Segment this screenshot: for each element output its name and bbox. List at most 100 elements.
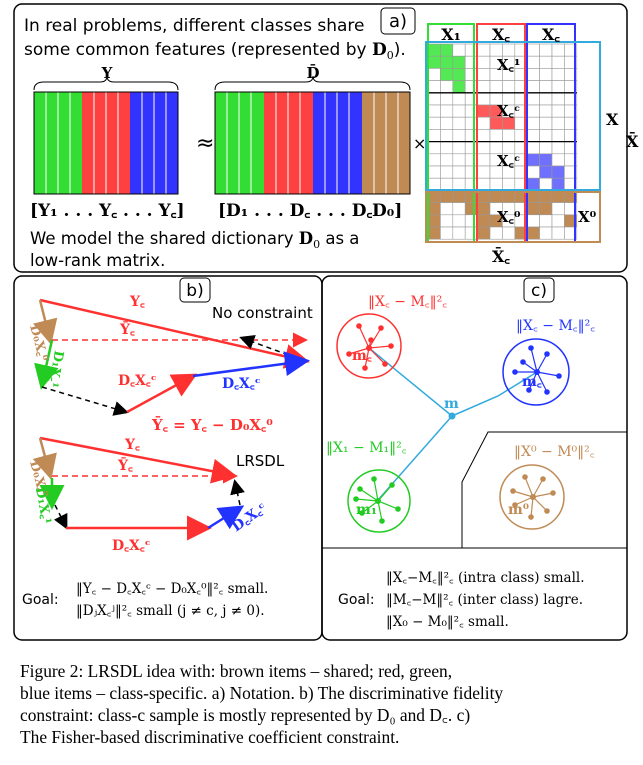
x-matrix-cell	[477, 214, 491, 228]
approx-sign: ≈	[196, 131, 214, 156]
cluster-spoke	[528, 371, 538, 391]
xbar-c-label: X̄꜀	[492, 246, 510, 266]
cluster-0-circle	[499, 464, 565, 530]
cluster-point	[382, 361, 388, 367]
x-matrix-cell	[526, 202, 540, 216]
arrow-d1xc1-top	[34, 339, 59, 390]
x-matrix-cell	[477, 116, 491, 130]
x-label: X	[606, 110, 619, 129]
norm-c-label: ‖X꜀ − M꜀‖²꜀	[368, 294, 447, 310]
cluster-spoke	[355, 498, 379, 502]
x-matrix-cell	[464, 153, 478, 167]
arrow-d0xc0-bottom	[32, 437, 57, 480]
panel-c-frame	[321, 275, 628, 641]
x-matrix-cell	[551, 116, 565, 130]
x-matrix-cell	[489, 129, 503, 142]
no-constraint-label: No constraint	[212, 304, 313, 322]
x-matrix-cell	[539, 80, 553, 94]
x-matrix-cell	[427, 116, 441, 130]
cluster-point	[520, 359, 526, 365]
panel-b: b) No constraint Y꜀ Ȳ꜀ D₀X꜀⁰ D₁X꜀¹ D꜀X꜀ᶜ…	[13, 275, 323, 641]
x-matrix-cell	[551, 80, 565, 94]
label-dCxcC-bottom: D꜀X꜀ᶜ	[229, 500, 270, 535]
cluster-point	[346, 351, 352, 357]
x-matrix-cell	[539, 55, 553, 69]
cluster-point	[544, 351, 550, 357]
x-matrix-cell	[452, 202, 466, 216]
cluster-spoke	[536, 353, 548, 373]
cluster-spoke	[368, 327, 382, 349]
cluster-point	[528, 514, 534, 520]
x-matrix-cell	[551, 165, 565, 179]
x-matrix-cell	[427, 80, 441, 94]
x-matrix-cell	[502, 177, 516, 191]
x-matrix-cell	[452, 153, 466, 167]
cluster-point	[357, 486, 363, 492]
x-matrix-cell	[427, 55, 441, 69]
x-matrix-cell	[551, 104, 565, 118]
cluster-point	[395, 506, 401, 512]
cluster-spoke	[524, 476, 534, 498]
x-matrix-cell	[440, 68, 454, 81]
cluster-c-points	[346, 323, 394, 371]
x-matrix-cell	[427, 68, 441, 81]
label-m1: m₁	[356, 502, 377, 518]
panel-c: c) m m꜀ ‖X꜀ − M꜀‖²꜀ m꜀ ‖X꜀ − M꜀‖²꜀ m₁ ‖X…	[321, 275, 628, 641]
x-matrix-cell	[502, 226, 516, 240]
lrsdl-label: LRSDL	[236, 452, 285, 470]
x-matrix-cell	[489, 43, 503, 57]
cluster-spoke	[377, 500, 399, 510]
panel-a-frame	[13, 3, 628, 273]
cluster-point	[359, 510, 365, 516]
times-sign: ×	[413, 134, 426, 153]
x-matrix-cell	[452, 55, 466, 69]
x-matrix-cell	[539, 68, 553, 81]
x-matrix-cell	[526, 43, 540, 57]
x-matrix-cell	[477, 80, 491, 94]
panel-c-goal-3: ‖X₀ − M₀‖²꜀ small.	[386, 614, 509, 630]
panel-c-goal-label: Goal:	[338, 592, 375, 608]
x-matrix-cell	[539, 153, 553, 167]
row-label-xc1: X꜀¹	[497, 56, 520, 74]
norm-0-label: ‖X⁰ − M⁰‖²꜀	[514, 444, 595, 460]
panel-c-tag-box	[523, 277, 555, 303]
cluster-1-points	[353, 476, 401, 524]
x-matrix-cell	[526, 153, 540, 167]
x-matrix-cell	[539, 104, 553, 118]
cluster-C-circle	[502, 338, 570, 406]
cluster-point	[368, 337, 374, 343]
x-matrix-cell	[489, 177, 503, 191]
x-matrix-cell	[477, 177, 491, 191]
figure: a) In real problems, different classes s…	[13, 3, 639, 641]
label-mC: m꜀	[522, 374, 542, 390]
cluster-point	[378, 325, 384, 331]
x-matrix-cell	[477, 104, 491, 118]
x-matrix-cell	[539, 92, 553, 106]
x-matrix-cell	[440, 153, 454, 167]
d-bracket-text-1: [D₁ . . . D꜀ . . . D꜀	[218, 201, 372, 221]
x-matrix-cell	[427, 177, 441, 191]
x-matrix-cell	[452, 165, 466, 179]
x-matrix-cell	[539, 226, 553, 240]
x-matrix-cell	[464, 55, 478, 69]
y-matrix	[33, 91, 179, 195]
x-matrix-cell	[440, 165, 454, 179]
panel-a-tag-box	[380, 7, 416, 35]
d-bracket-text-2: D₀]	[372, 201, 402, 221]
x-matrix-cell	[464, 214, 478, 228]
x-matrix-cell	[526, 80, 540, 94]
x-matrix-cell	[440, 80, 454, 94]
global-mean-dot	[448, 412, 456, 420]
cluster-spoke	[373, 478, 379, 502]
x-matrix-cell	[440, 116, 454, 130]
cluster-spoke	[512, 490, 534, 498]
x-matrix-cell	[526, 92, 540, 106]
x-matrix-cell	[551, 92, 565, 106]
label-dcxcc-bottom: D꜀X꜀ᶜ	[112, 538, 151, 554]
panel-a-tag: a)	[389, 11, 407, 32]
dash-bottom-2	[230, 479, 245, 506]
x-matrix-cell	[452, 116, 466, 130]
cluster-spoke	[532, 492, 554, 498]
model-text-2: low-rank matrix.	[30, 251, 165, 270]
x-matrix-cell	[489, 80, 503, 94]
